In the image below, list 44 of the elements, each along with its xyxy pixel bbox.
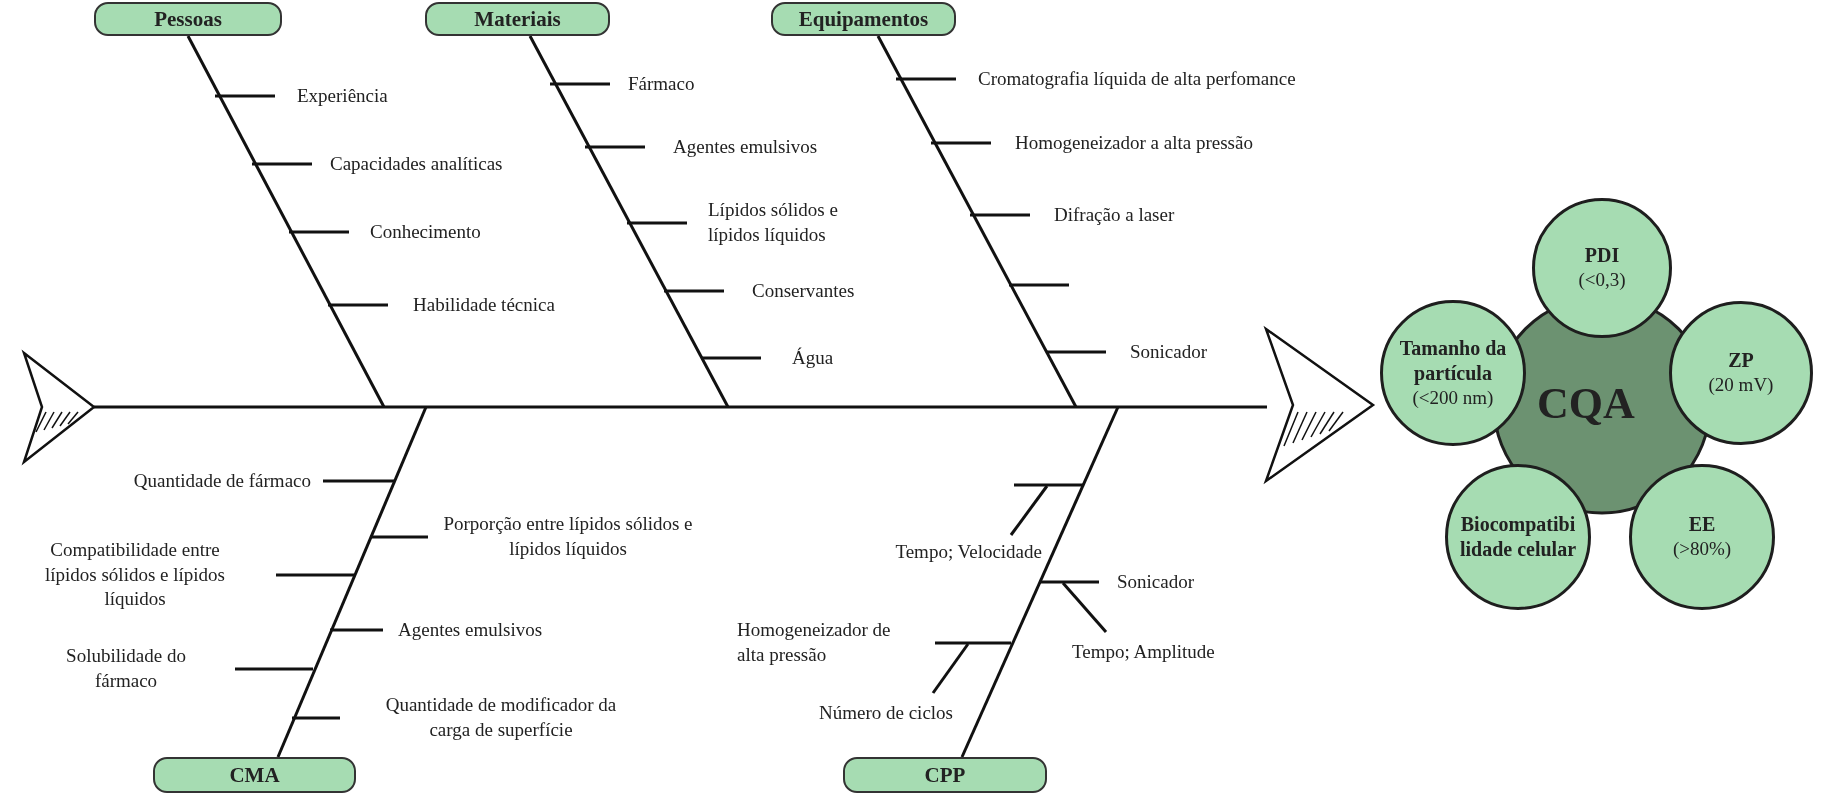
factor-label: Sonicador	[1117, 569, 1196, 594]
attribute-name: Biocompatibilidade celular	[1459, 512, 1577, 562]
factor-label: Homogeneizador de alta pressão	[737, 618, 892, 667]
factor-label: Agentes emulsivos	[398, 617, 544, 642]
attribute-name: PDI	[1583, 243, 1621, 269]
factor-label: Capacidades analíticas	[330, 151, 504, 176]
factor-label: Habilidade técnica	[413, 292, 556, 317]
bone-line	[876, 35, 1078, 408]
factor-label: Conhecimento	[370, 219, 482, 244]
attribute-value: (20 mV)	[1708, 373, 1774, 398]
category-box: Pessoas	[94, 2, 282, 36]
factor-label: Água	[792, 345, 835, 370]
factor-label: Conservantes	[752, 278, 856, 303]
attribute-name: EE	[1687, 512, 1717, 538]
factor-label: Sonicador	[1130, 339, 1209, 364]
bone-line	[276, 406, 428, 758]
category-box: Materiais	[425, 2, 610, 36]
factor-label: Número de ciclos	[818, 700, 953, 725]
factor-label: Experiência	[297, 83, 389, 108]
attribute-name: ZP	[1727, 348, 1755, 374]
factor-label: Porporção entre lípidos sólidos e lípidos líquidos	[442, 512, 694, 561]
factor-label: Fármaco	[628, 71, 696, 96]
category-box: CPP	[843, 757, 1047, 793]
center-label: CQA	[1537, 377, 1636, 430]
factor-label: Tempo; Velocidade	[894, 539, 1042, 564]
attribute-value: (<0,3)	[1578, 268, 1626, 293]
factor-label: Quantidade de modificador da carga de superfície	[384, 693, 618, 742]
factor-label: Lípidos sólidos e lípidos líquidos	[708, 198, 839, 247]
factor-label: Homogeneizador a alta pressão	[1015, 130, 1254, 155]
attribute-value: (>80%)	[1672, 537, 1732, 562]
factor-label: Tempo; Amplitude	[1072, 639, 1216, 664]
bone-line	[528, 35, 730, 408]
attribute-value: (<200 nm)	[1412, 385, 1494, 410]
factor-label: Cromatografia líquida de alta perfomance	[978, 66, 1297, 91]
category-box: Equipamentos	[771, 2, 956, 36]
attribute-name: Tamanho da partícula	[1398, 335, 1508, 386]
bone-line	[186, 35, 386, 408]
factor-label: Difração a laser	[1054, 202, 1176, 227]
bone-line	[960, 406, 1120, 758]
factor-label: Agentes emulsivos	[673, 134, 819, 159]
factor-label: Solubilidade do fármaco	[65, 644, 187, 693]
factor-label: Quantidade de fármaco	[132, 468, 311, 493]
category-box: CMA	[153, 757, 356, 793]
factor-label: Compatibilidade entre lípidos sólidos e lípidos líquidos	[44, 537, 226, 612]
